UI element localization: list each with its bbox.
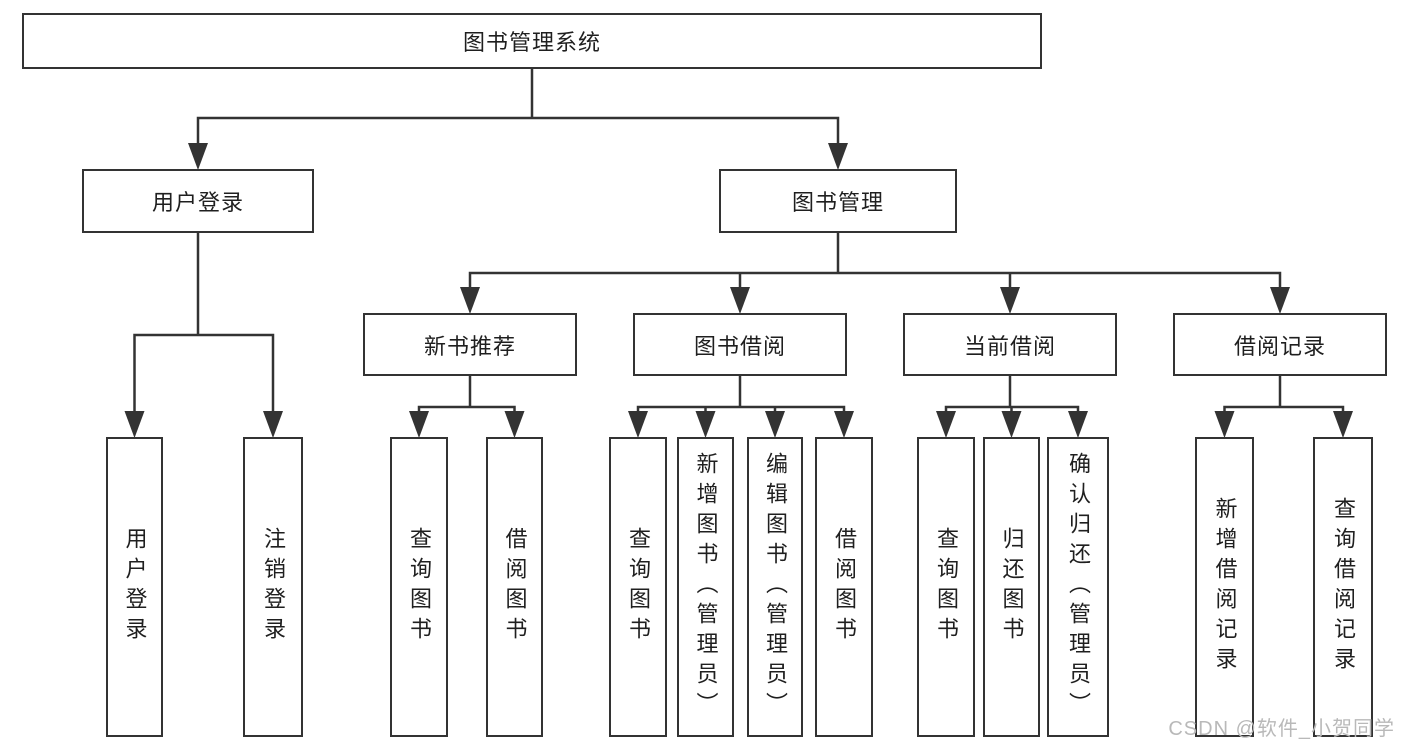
node-book-borrow: 图书借阅 xyxy=(633,313,847,376)
node-label-rcd-add: 新增借阅记录 xyxy=(1212,497,1238,677)
node-root: 图书管理系统 xyxy=(22,13,1042,69)
arrowhead-logout-leaf xyxy=(263,411,283,438)
arrowhead-current-borrow xyxy=(1000,287,1020,314)
arrowhead-new-book-rec xyxy=(460,287,480,314)
arrowhead-rcd-add xyxy=(1214,411,1235,438)
node-rcd-query: 查询借阅记录 xyxy=(1313,437,1373,737)
node-label-new-book-rec: 新书推荐 xyxy=(423,333,516,359)
node-label-bor-edit: 编辑图书（管理员） xyxy=(763,452,788,722)
node-label-root: 图书管理系统 xyxy=(462,30,601,55)
edge-borrow-record xyxy=(1214,374,1353,438)
node-label-user-login: 用户登录 xyxy=(151,190,244,215)
node-cur-confirm: 确认归还（管理员） xyxy=(1047,437,1109,737)
edge-root xyxy=(188,67,848,170)
arrowhead-cur-return xyxy=(1001,411,1022,438)
arrowhead-login-leaf xyxy=(124,411,145,438)
edge-book-borrow xyxy=(628,374,854,438)
node-label-current-borrow: 当前借阅 xyxy=(963,333,1056,359)
node-label-rcd-query: 查询借阅记录 xyxy=(1331,497,1356,677)
node-label-logout-leaf: 注销登录 xyxy=(261,527,286,647)
node-rcd-add: 新增借阅记录 xyxy=(1195,437,1254,737)
arrowhead-rcd-query xyxy=(1333,411,1353,438)
node-label-bor-borrow: 借阅图书 xyxy=(832,527,857,647)
node-label-rec-borrow: 借阅图书 xyxy=(502,527,528,647)
watermark: CSDN @软件_小贺同学 xyxy=(1168,718,1395,740)
node-label-bor-add: 新增图书（管理员） xyxy=(693,452,719,722)
node-label-login-leaf: 用户登录 xyxy=(122,527,148,647)
arrowhead-cur-query xyxy=(936,411,956,438)
arrowhead-book-mgmt xyxy=(828,143,848,170)
arrowhead-bor-borrow xyxy=(834,411,854,438)
edge-current-borrow xyxy=(936,374,1088,438)
arrowhead-user-login xyxy=(188,143,208,170)
arrowhead-bor-edit xyxy=(765,411,785,438)
node-label-bor-query: 查询图书 xyxy=(626,527,651,647)
arrowhead-cur-confirm xyxy=(1068,411,1088,438)
node-bor-add: 新增图书（管理员） xyxy=(677,437,734,737)
arrowhead-book-borrow xyxy=(730,287,750,314)
arrowhead-rec-query xyxy=(409,411,429,438)
arrowhead-rec-borrow xyxy=(504,411,525,438)
arrowhead-borrow-record xyxy=(1270,287,1290,314)
node-login-leaf: 用户登录 xyxy=(106,437,163,737)
arrowhead-bor-query xyxy=(628,411,648,438)
node-book-mgmt: 图书管理 xyxy=(719,169,957,233)
node-cur-return: 归还图书 xyxy=(983,437,1040,737)
node-rec-query: 查询图书 xyxy=(390,437,448,737)
node-label-rec-query: 查询图书 xyxy=(407,527,432,647)
edge-new-book-rec xyxy=(409,374,525,438)
node-bor-edit: 编辑图书（管理员） xyxy=(747,437,803,737)
edge-book-mgmt xyxy=(460,231,1290,314)
node-bor-query: 查询图书 xyxy=(609,437,667,737)
node-current-borrow: 当前借阅 xyxy=(903,313,1117,376)
node-bor-borrow: 借阅图书 xyxy=(815,437,873,737)
node-cur-query: 查询图书 xyxy=(917,437,975,737)
node-new-book-rec: 新书推荐 xyxy=(363,313,577,376)
node-label-cur-query: 查询图书 xyxy=(934,527,959,647)
node-label-borrow-record: 借阅记录 xyxy=(1233,333,1326,359)
node-label-cur-return: 归还图书 xyxy=(999,527,1025,647)
arrowhead-bor-add xyxy=(695,411,716,438)
node-label-cur-confirm: 确认归还（管理员） xyxy=(1066,452,1091,722)
node-rec-borrow: 借阅图书 xyxy=(486,437,543,737)
node-user-login: 用户登录 xyxy=(82,169,314,233)
node-logout-leaf: 注销登录 xyxy=(243,437,303,737)
edge-user-login xyxy=(124,231,283,438)
node-label-book-mgmt: 图书管理 xyxy=(791,190,884,215)
node-borrow-record: 借阅记录 xyxy=(1173,313,1387,376)
node-label-book-borrow: 图书借阅 xyxy=(693,333,786,359)
